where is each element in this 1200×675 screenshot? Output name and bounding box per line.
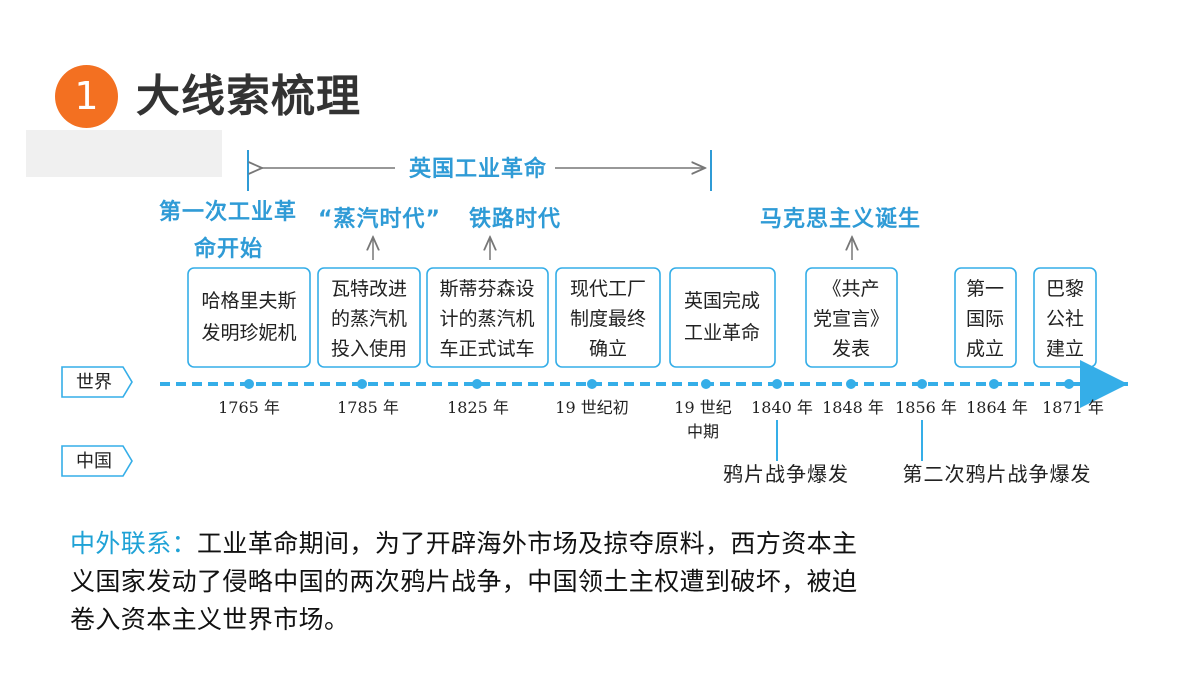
- event-1864-line-1: 第一: [966, 278, 1004, 300]
- timeline-point-1848: [846, 379, 856, 389]
- decorative-gray-strip: [26, 130, 222, 177]
- event-1785-line-2: 的蒸汽机: [331, 308, 407, 330]
- british-revolution-label: 英国工业革命: [409, 156, 547, 182]
- event-19th-century-beginning-box: 现代工厂 制度最终 确立: [555, 267, 661, 368]
- year-1765: 1765 年: [218, 398, 280, 417]
- world-event-boxes: 哈格里夫斯 发明珍妮机 瓦特改进 的蒸汽机 投入使用 斯蒂芬森设 计的蒸汽机 车…: [187, 267, 1097, 368]
- british-revolution-span: 英国工业革命: [247, 150, 712, 191]
- event-1848-line-3: 发表: [832, 338, 870, 360]
- marxism-birth-label: 马克思主义诞生: [760, 206, 921, 232]
- year-1848: 1848 年: [822, 398, 884, 417]
- year-1840: 1840 年: [751, 398, 813, 417]
- event-19th-century-beginning-line-3: 确立: [589, 338, 627, 360]
- event-1871-line-1: 巴黎: [1046, 278, 1084, 300]
- page-title: 大线索梳理: [136, 71, 361, 122]
- year-1825: 1825 年: [447, 398, 509, 417]
- event-1864-box: 第一 国际 成立: [954, 267, 1017, 368]
- year-19th-century-middle-line-1: 19 世纪: [674, 398, 731, 417]
- timeline-point-1856: [917, 379, 927, 389]
- event-1765-box: 哈格里夫斯 发明珍妮机: [187, 267, 311, 368]
- top-annotations: 第一次工业革 命开始 “蒸汽时代” 铁路时代 马克思主义诞生: [159, 199, 921, 262]
- event-19th-century-middle-line-1: 英国完成: [684, 290, 760, 312]
- year-1785: 1785 年: [337, 398, 399, 417]
- year-19th-century-beginning: 19 世纪初: [555, 398, 628, 417]
- event-1848-box: 《共产 党宣言》 发表: [805, 267, 898, 368]
- timeline-point-1871: [1064, 379, 1074, 389]
- year-1864: 1864 年: [966, 398, 1028, 417]
- timeline-point-1840: [772, 379, 782, 389]
- timeline-point-1785: [357, 379, 367, 389]
- event-1825-box: 斯蒂芬森设 计的蒸汽机 车正式试车: [426, 267, 549, 368]
- event-19th-century-middle-line-2: 工业革命: [684, 322, 760, 344]
- china-track-label-box: [61, 445, 133, 477]
- railway-age-label: 铁路时代: [469, 206, 561, 232]
- event-1785-box: 瓦特改进 的蒸汽机 投入使用: [317, 267, 421, 368]
- summary-text-line-3: 卷入资本主义世界市场。: [70, 605, 350, 634]
- year-1871: 1871 年: [1042, 398, 1104, 417]
- event-19th-century-beginning-line-2: 制度最终: [570, 308, 646, 330]
- china-event-1840: 鸦片战争爆发: [723, 462, 849, 486]
- event-1765-line-2: 发明珍妮机: [201, 322, 296, 344]
- event-1765-line-1: 哈格里夫斯: [201, 290, 296, 312]
- china-event-1856: 第二次鸦片战争爆发: [903, 462, 1092, 486]
- timeline-point-1825: [472, 379, 482, 389]
- event-1848-line-2: 党宣言》: [813, 308, 889, 330]
- timeline-point-19th-century-beginning: [587, 379, 597, 389]
- summary-line-1: 中外联系：工业革命期间，为了开辟海外市场及掠夺原料，西方资本主: [70, 525, 1015, 563]
- steam-age-label: “蒸汽时代”: [318, 206, 441, 232]
- summary-text-line-1: 工业革命期间，为了开辟海外市场及掠夺原料，西方资本主: [197, 529, 858, 558]
- event-1825-line-2: 计的蒸汽机: [439, 308, 534, 330]
- year-1856: 1856 年: [895, 398, 957, 417]
- china-track-label: 中国: [76, 451, 112, 472]
- event-1871-line-3: 建立: [1046, 338, 1084, 360]
- event-1825-line-1: 斯蒂芬森设: [439, 278, 534, 300]
- event-1848-line-1: 《共产: [822, 278, 879, 300]
- timeline-point-19th-century-middle: [701, 379, 711, 389]
- event-1864-line-2: 国际: [966, 308, 1004, 330]
- event-1825-line-3: 车正式试车: [439, 338, 534, 360]
- first-revolution-label-line-1: 第一次工业革: [159, 199, 297, 225]
- year-19th-century-middle-line-2: 中期: [687, 422, 719, 441]
- section-number-badge: 1: [55, 65, 118, 128]
- timeline-point-1864: [989, 379, 999, 389]
- timeline-point-1765: [244, 379, 254, 389]
- china-events: 鸦片战争爆发 第二次鸦片战争爆发: [723, 420, 1092, 486]
- event-1864-line-3: 成立: [966, 338, 1004, 360]
- summary-label: 中外联系：: [70, 529, 198, 558]
- main-timeline: 1765 年 1785 年 1825 年 19 世纪初 19 世纪 中期 184…: [160, 360, 1128, 441]
- event-1871-line-2: 公社: [1046, 308, 1084, 330]
- event-19th-century-middle-box: 英国完成 工业革命: [669, 267, 776, 368]
- track-labels: 世界 中国: [61, 366, 133, 477]
- event-19th-century-beginning-line-1: 现代工厂: [570, 278, 646, 300]
- world-track-label: 世界: [76, 372, 112, 393]
- world-track-label-box: [61, 366, 133, 398]
- summary-paragraph: 中外联系：工业革命期间，为了开辟海外市场及掠夺原料，西方资本主 义国家发动了侵略…: [70, 525, 1015, 639]
- event-1785-line-1: 瓦特改进: [331, 278, 407, 300]
- summary-text-line-2: 义国家发动了侵略中国的两次鸦片战争，中国领土主权遭到破坏，被迫: [70, 567, 858, 596]
- event-1785-line-3: 投入使用: [331, 338, 407, 360]
- first-revolution-label-line-2: 命开始: [194, 236, 263, 262]
- event-1871-box: 巴黎 公社 建立: [1033, 267, 1097, 368]
